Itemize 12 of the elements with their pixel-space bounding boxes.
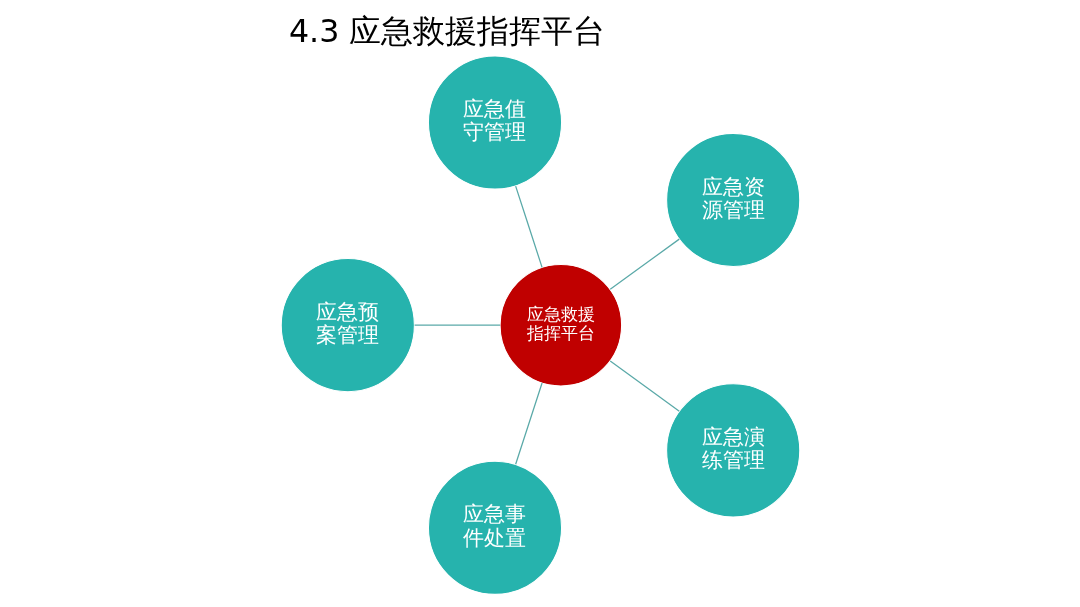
connector [514,382,543,465]
node-circle: 应急救援指挥平台 [499,263,622,387]
connector [609,360,680,412]
connector [413,324,501,326]
diagram-title: 4.3 应急救援指挥平台 [288,13,605,50]
node-circle: 应急值守管理 [427,55,562,190]
node-circle: 应急预案管理 [280,258,415,393]
node-circle: 应急资源管理 [665,132,800,268]
node-circle: 应急演练管理 [665,383,800,518]
connector [514,185,543,268]
connector [609,238,680,290]
node-circle: 应急事件处置 [427,460,562,595]
